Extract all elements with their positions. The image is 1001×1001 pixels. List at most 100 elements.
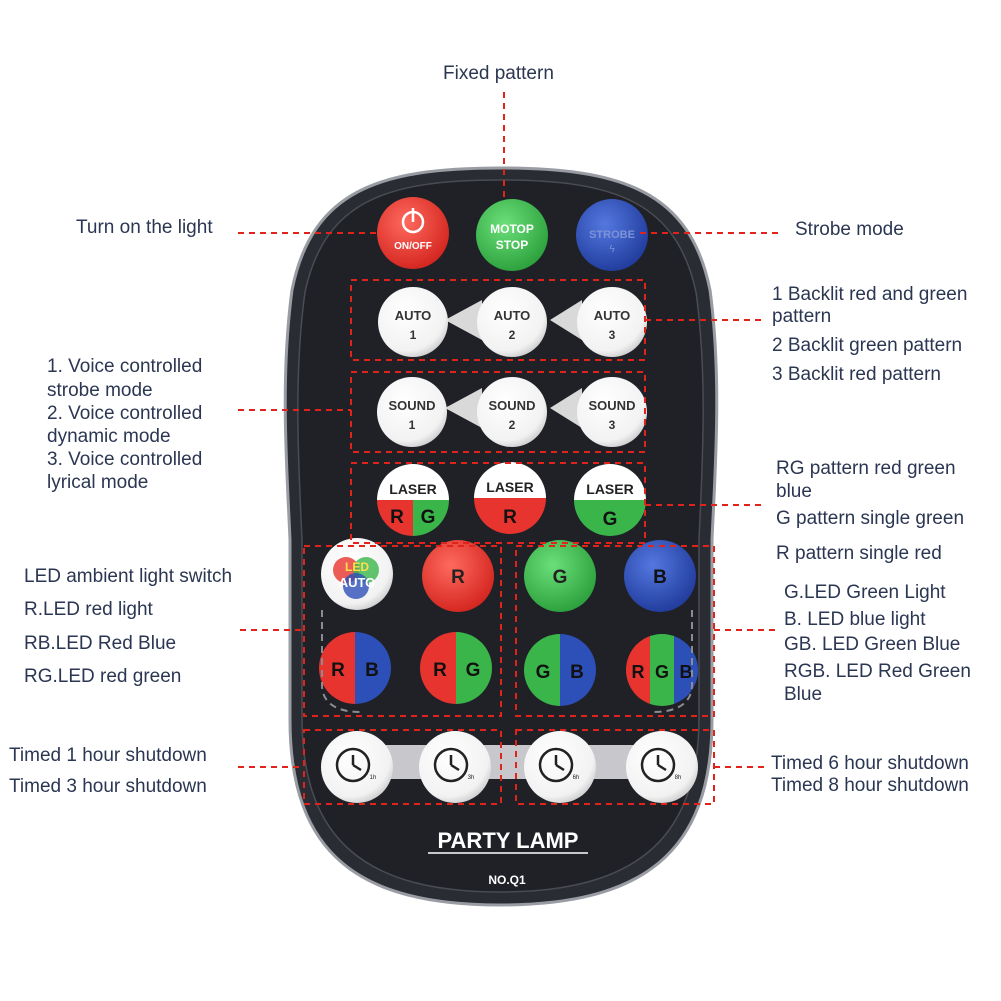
led-g-label: G [553,567,568,588]
auto-label: AUTO [395,308,432,323]
led-r-button[interactable]: R [422,540,494,612]
led-g-button[interactable]: G [524,540,596,612]
auto-number: 2 [509,328,516,342]
remote-face [297,179,704,893]
power-button-label: ON/OFF [394,241,432,252]
auto-label-2: pattern [772,306,832,327]
led-left-label-3: RB.LED Red Blue [24,633,177,654]
led-rgb-button[interactable]: R G B [626,634,698,706]
clock-icon [335,747,371,783]
laser-g-label: G [421,507,436,528]
led-left-label-4: RG.LED red green [24,666,182,687]
laser-label-4: R pattern single red [776,543,942,564]
timer-right-label-2: Timed 8 hour shutdown [771,775,969,796]
led-auto-button[interactable]: LED AUTO [321,538,393,610]
auto-button-3[interactable]: AUTO 3 [577,287,647,357]
voice-label-6: lyrical mode [47,472,149,493]
laser-label-3: G pattern single green [776,508,965,529]
laser-label: LASER [389,481,436,497]
led-r-label: R [433,660,447,681]
led-gb-button[interactable]: G B [524,634,596,706]
callout-lines [238,92,780,805]
led-b-label: B [680,662,693,682]
timer-button-8h[interactable]: 8h [626,731,698,803]
laser-r-label: R [390,507,404,528]
led-left-label-2: R.LED red light [24,599,153,620]
led-rg-button[interactable]: R G [420,632,492,704]
led-g-label: G [655,662,669,682]
led-auto-label: AUTO [339,575,376,590]
auto-button-2[interactable]: AUTO 2 [477,287,547,357]
led-r-label: R [331,660,345,681]
voice-label-4: dynamic mode [47,426,171,447]
model-number: NO.Q1 [488,873,526,887]
led-r-label: R [632,662,645,682]
laser-g-label: G [603,509,618,530]
auto-label: AUTO [594,308,631,323]
led-b-label: B [365,660,379,681]
timer-button-1h[interactable]: 1h [321,731,393,803]
voice-label-1: 1. Voice controlled [47,356,203,377]
led-right-label-5: Blue [784,684,823,705]
stop-label: STOP [496,238,528,252]
laser-label-2: blue [776,481,812,502]
led-right-label-4: RGB. LED Red Green [784,661,971,682]
timer-mark: 8h [675,775,682,781]
laser-label: LASER [586,481,633,497]
motop-label: MOTOP [490,222,534,236]
auto-label: AUTO [494,308,531,323]
timer-right-label-1: Timed 6 hour shutdown [771,753,969,774]
sound-number: 2 [509,418,516,432]
sound-button-1[interactable]: SOUND 1 [377,377,447,447]
sound-number: 3 [609,418,616,432]
laser-rg-button[interactable]: LASER R G [377,464,449,536]
laser-label: LASER [486,479,533,495]
voice-label-3: 2. Voice controlled [47,403,203,424]
voice-label-5: 3. Voice controlled [47,449,203,470]
timer-left-label-1: Timed 1 hour shutdown [9,745,207,766]
auto-label-3: 2 Backlit green pattern [772,335,963,356]
laser-label-1: RG pattern red green [776,458,956,479]
timer-mark: 1h [370,775,377,781]
lightning-icon: ϟ [609,244,615,255]
timer-button-3h[interactable]: 3h [419,731,491,803]
led-g-label: G [466,660,481,681]
led-label: LED [345,560,369,574]
laser-g-button[interactable]: LASER G [574,464,646,536]
clock-icon [433,747,469,783]
strobe-mode-label: Strobe mode [795,219,904,240]
sound-button-3[interactable]: SOUND 3 [577,377,647,447]
strobe-label: STROBE [589,229,635,241]
led-right-label-1: G.LED Green Light [784,582,946,603]
led-right-label-2: B. LED blue light [784,609,926,630]
led-right-label-3: GB. LED Green Blue [784,634,961,655]
motop-stop-button[interactable]: MOTOP STOP [476,199,548,271]
timer-mark: 3h [468,775,475,781]
led-rb-button[interactable]: R B [319,632,391,704]
timer-button-6h[interactable]: 6h [524,731,596,803]
laser-r-button[interactable]: LASER R [474,462,546,534]
led-b-label: B [570,662,584,683]
led-r-label: R [451,567,465,588]
auto-number: 3 [609,328,616,342]
sound-label: SOUND [589,398,636,413]
fixed-pattern-label: Fixed pattern [443,63,554,84]
led-b-label: B [653,567,667,588]
sound-label: SOUND [389,398,436,413]
brand-name: PARTY LAMP [438,828,579,853]
power-button[interactable]: ON/OFF [377,197,449,269]
led-b-button[interactable]: B [624,540,696,612]
auto-label-4: 3 Backlit red pattern [772,364,941,385]
voice-label-2: strobe mode [47,380,153,401]
sound-number: 1 [409,418,416,432]
strobe-button[interactable]: STROBE ϟ [576,199,648,271]
clock-icon [640,747,676,783]
timer-left-label-2: Timed 3 hour shutdown [9,776,207,797]
led-left-label-1: LED ambient light switch [24,566,233,587]
turn-on-label: Turn on the light [76,217,213,238]
clock-icon [538,747,574,783]
laser-r-label: R [503,507,517,528]
